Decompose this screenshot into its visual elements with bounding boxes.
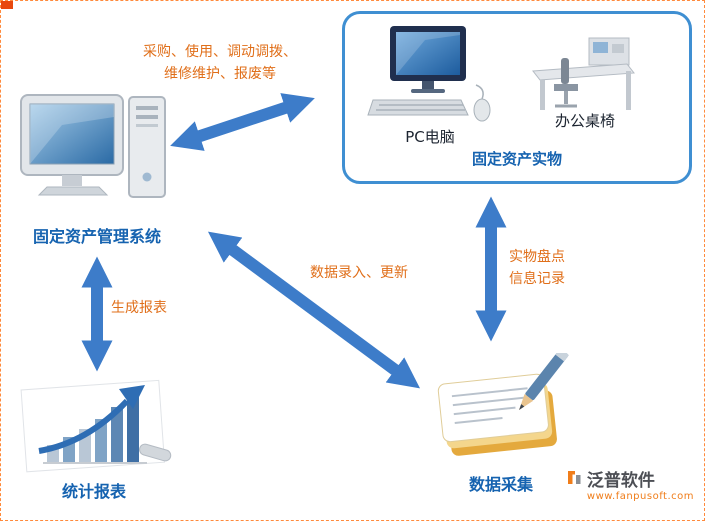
system-computer-graphic bbox=[20, 94, 166, 198]
pc-label: PC电脑 bbox=[405, 128, 455, 146]
arrow-system-to-assets bbox=[170, 93, 315, 151]
arrow-system-to-collect bbox=[207, 231, 421, 389]
system-computer-illustration bbox=[17, 93, 169, 215]
assets-box-title: 固定资产实物 bbox=[471, 150, 562, 168]
report-chart-illustration bbox=[19, 369, 174, 474]
edge-label-lifecycle: 采购、使用、调动调拨、 维修维护、报废等 bbox=[114, 41, 326, 85]
watermark-row: 泛普软件 bbox=[565, 466, 694, 491]
edge-label-lifecycle-line1: 采购、使用、调动调拨、 bbox=[143, 44, 297, 60]
fanpu-logo-icon bbox=[565, 468, 583, 490]
edge-label-lifecycle-line2: 维修维护、报废等 bbox=[164, 66, 276, 82]
system-label: 固定资产管理系统 bbox=[32, 227, 161, 246]
edge-label-inventory-line1: 实物盘点 bbox=[509, 249, 565, 265]
pc-illustration bbox=[365, 26, 495, 126]
clipboard-illustration bbox=[433, 348, 573, 463]
report-label: 统计报表 bbox=[61, 482, 126, 501]
desk-chair-label: 办公桌椅 bbox=[554, 112, 615, 130]
edge-label-data-entry: 数据录入、更新 bbox=[310, 265, 408, 281]
watermark-url: www.fanpusoft.com bbox=[586, 491, 694, 502]
physical-assets-box: PC电脑 办公桌椅 固定资产实物 bbox=[342, 11, 692, 184]
desk-chair-illustration bbox=[527, 36, 642, 114]
desk-chair-graphic bbox=[532, 37, 635, 110]
watermark: 泛普软件 www.fanpusoft.com bbox=[565, 466, 694, 502]
edge-label-inventory: 实物盘点 信息记录 bbox=[509, 246, 589, 290]
clipboard-graphic bbox=[437, 348, 569, 456]
selection-corner-mark bbox=[1, 1, 13, 9]
collect-label: 数据采集 bbox=[468, 475, 533, 494]
watermark-brand: 泛普软件 bbox=[586, 471, 655, 491]
report-chart-graphic bbox=[20, 379, 172, 473]
edge-label-generate-report: 生成报表 bbox=[111, 300, 167, 316]
edge-label-inventory-line2: 信息记录 bbox=[509, 271, 565, 287]
pc-graphic bbox=[367, 26, 491, 122]
